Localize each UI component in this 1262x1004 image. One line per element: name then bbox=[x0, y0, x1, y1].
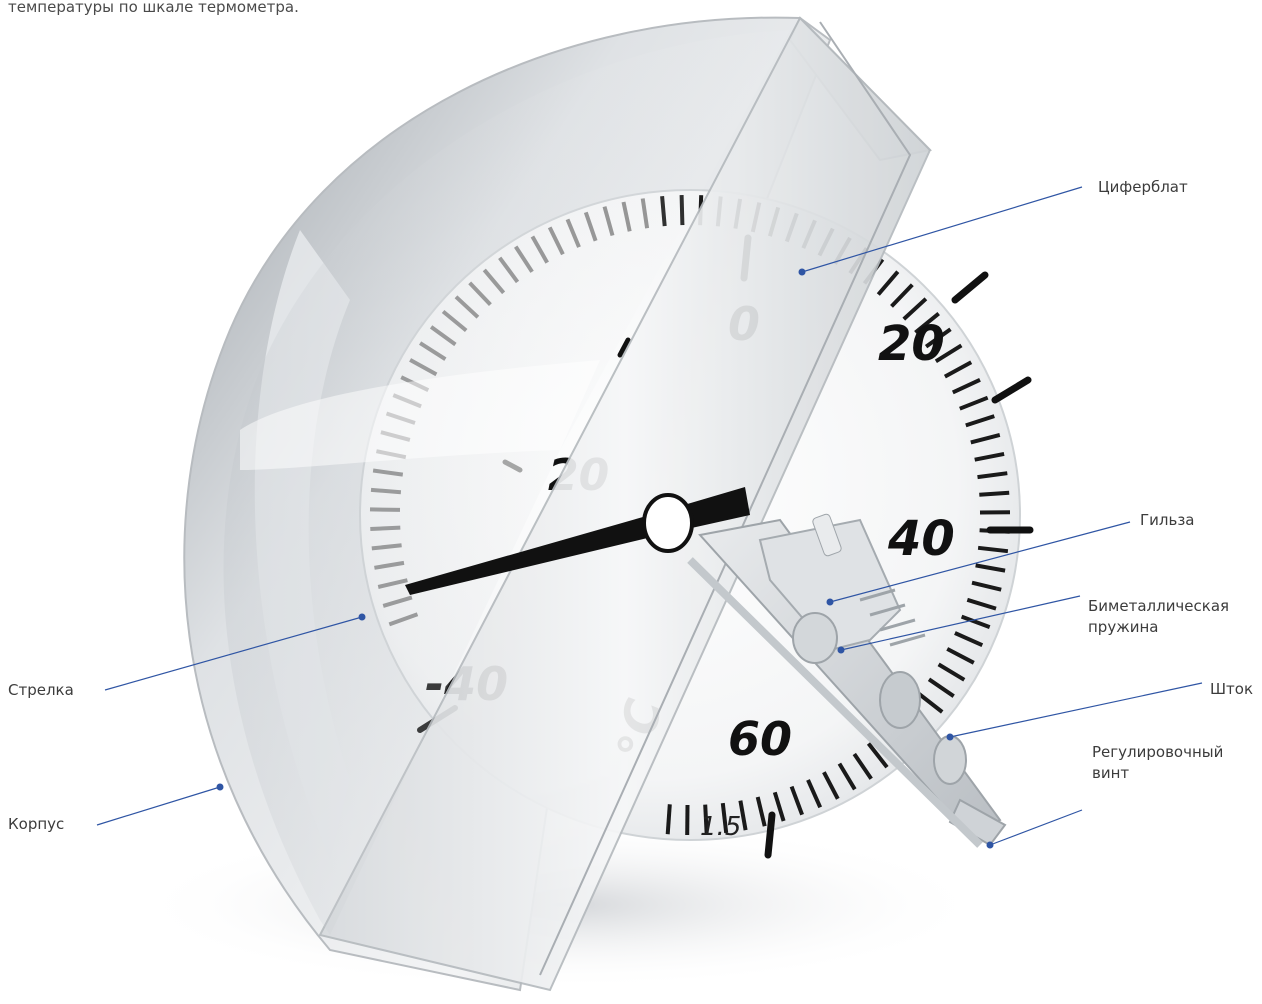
label-dial-face: Циферблат bbox=[1098, 177, 1188, 197]
label-bimetal-line2: пружина bbox=[1088, 617, 1158, 637]
label-bimetal-line1: Биметаллическая bbox=[1088, 596, 1229, 616]
dial-number-60: 60 bbox=[728, 712, 792, 766]
label-adjust-line1: Регулировочный bbox=[1092, 742, 1223, 762]
dial-minor-tick bbox=[668, 804, 670, 834]
label-stem: Шток bbox=[1210, 679, 1253, 699]
accuracy-class: 1.5 bbox=[700, 812, 741, 842]
label-adjust-line2: винт bbox=[1092, 763, 1129, 783]
label-pointer: Стрелка bbox=[8, 680, 74, 700]
label-housing: Корпус bbox=[8, 814, 64, 834]
dial-minor-tick bbox=[979, 493, 1009, 495]
label-sleeve: Гильза bbox=[1140, 510, 1195, 530]
dial-number-20-right: 20 bbox=[878, 316, 945, 372]
dial-number-40: 40 bbox=[887, 511, 955, 567]
